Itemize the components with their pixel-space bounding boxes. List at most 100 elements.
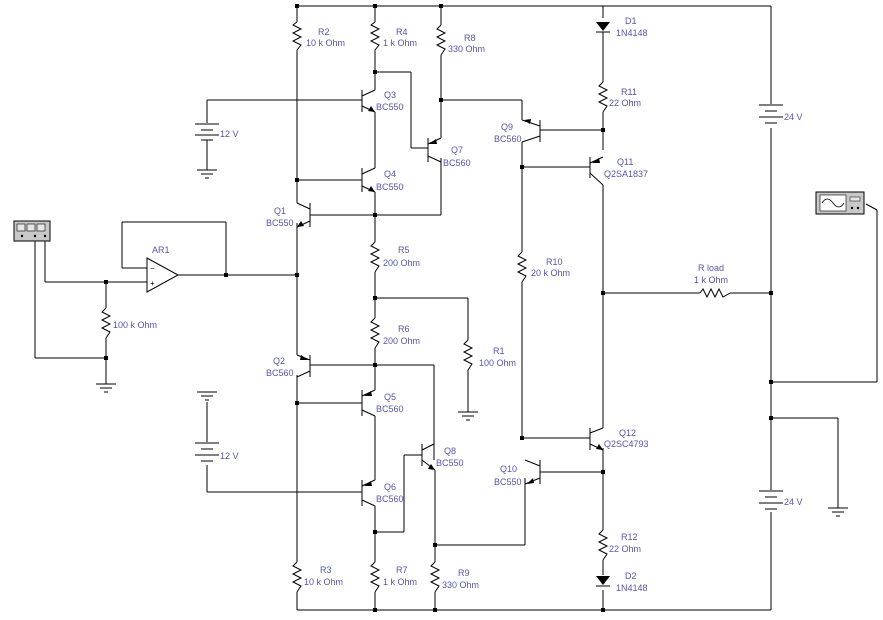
opamp-minus-sign: − [150,264,155,273]
resistor-r6[interactable]: R6 200 Ohm [369,317,420,349]
bias-top-label: 12 V [220,129,239,139]
transistor-q5[interactable]: Q5 BC560 [361,389,404,417]
resistor-r4[interactable]: R4 1 k Ohm [369,21,417,51]
d1-ref: D1 [625,16,637,26]
r12-ref: R12 [621,532,638,542]
transistor-q10[interactable]: Q10 BC550 [494,459,541,487]
resistor-r3[interactable]: R3 10 k Ohm [291,561,343,593]
q1-ref: Q1 [274,206,286,216]
r12-value: 22 Ohm [609,544,641,554]
q6-ref: Q6 [384,482,396,492]
ar1-ref: AR1 [152,245,170,255]
transistor-q3[interactable]: Q3 BC550 [361,89,404,113]
r1-ref: R1 [493,346,505,356]
r1-value: 100 Ohm [479,358,516,368]
ground-supply [828,507,848,517]
transistor-q6[interactable]: Q6 BC560 [361,479,404,507]
resistor-r10[interactable]: R10 20 k Ohm [516,251,570,283]
q2-ref: Q2 [273,356,285,366]
function-generator-icon[interactable] [13,220,51,242]
r4-value: 1 k Ohm [383,38,417,48]
d2-ref: D2 [625,571,637,581]
transistor-q7[interactable]: Q7 BC560 [427,137,471,168]
battery-supply-top[interactable]: 24 V [759,104,803,124]
r8-ref: R8 [464,33,476,43]
transistor-q1[interactable]: Q1 BC550 [266,202,320,228]
rin-value: 100 k Ohm [113,320,157,330]
transistor-q2[interactable]: Q2 BC560 [266,354,311,378]
r11-ref: R11 [621,87,637,97]
resistor-r5[interactable]: R5 200 Ohm [369,241,420,273]
rload-value: 1 k Ohm [694,275,728,285]
resistor-r9[interactable]: R9 330 Ohm [429,561,479,593]
ground-r1 [458,411,478,421]
rload-ref: R load [698,263,724,273]
q3-value: BC550 [376,102,404,112]
r3-value: 10 k Ohm [304,577,343,587]
ground-bias-bottom [197,391,217,401]
r2-value: 10 k Ohm [306,38,345,48]
resistor-r8[interactable]: R8 330 Ohm [435,24,485,56]
opamp-plus-sign: + [150,279,155,288]
r5-ref: R5 [398,245,410,255]
transistor-q4[interactable]: Q4 BC550 [361,167,404,193]
resistor-rload[interactable]: R load 1 k Ohm [694,263,731,299]
r8-value: 330 Ohm [448,44,485,54]
q11-ref: Q11 [617,157,633,167]
q8-ref: Q8 [444,446,456,456]
r3-ref: R3 [320,565,332,575]
resistor-r11[interactable]: R11 22 Ohm [597,81,641,113]
wires [34,5,878,611]
resistor-r1[interactable]: R1 100 Ohm [462,339,516,371]
supply-bottom-label: 24 V [784,497,803,507]
junctions [104,4,773,612]
q5-value: BC560 [376,404,404,414]
r9-value: 330 Ohm [442,580,479,590]
q1-value: BC550 [266,218,294,228]
r6-ref: R6 [398,324,410,334]
diode-d1[interactable]: D1 1N4148 [596,16,648,38]
d2-value: 1N4148 [616,583,648,593]
q7-value: BC560 [443,158,471,168]
r10-ref: R10 [546,257,563,267]
diode-d2[interactable]: D2 1N4148 [596,571,648,593]
transistor-q8[interactable]: Q8 BC550 [421,443,464,471]
battery-supply-bottom[interactable]: 24 V [759,490,803,510]
resistor-r2[interactable]: R2 10 k Ohm [291,21,345,51]
transistor-q11[interactable]: Q11 Q2SA1837 [589,156,648,186]
transistor-q12[interactable]: Q12 Q2SC4793 [589,427,649,451]
q8-value: BC550 [436,458,464,468]
q6-value: BC560 [376,494,404,504]
q12-value: Q2SC4793 [604,439,649,449]
q10-ref: Q10 [500,464,517,474]
q4-ref: Q4 [384,169,396,179]
transistor-q9[interactable]: Q9 BC560 [494,119,541,144]
oscilloscope-icon[interactable] [815,191,865,215]
supply-top-label: 24 V [784,112,803,122]
bias-bottom-label: 12 V [220,451,239,461]
q9-ref: Q9 [501,122,513,132]
r9-ref: R9 [458,568,470,578]
q9-value: BC560 [494,134,522,144]
ground-bias-top [197,169,217,179]
q3-ref: Q3 [384,90,396,100]
ground-input [96,383,116,393]
resistor-r12[interactable]: R12 22 Ohm [597,529,641,561]
r11-value: 22 Ohm [609,98,641,108]
q7-ref: Q7 [451,145,463,155]
battery-bias-top[interactable]: 12 V [195,123,239,141]
r2-ref: R2 [318,27,330,37]
q2-value: BC560 [266,368,294,378]
d1-value: 1N4148 [616,28,648,38]
r6-value: 200 Ohm [383,336,420,346]
q4-value: BC550 [376,182,404,192]
opamp-ar1[interactable]: − + AR1 [146,245,180,293]
battery-bias-bottom[interactable]: 12 V [195,442,239,462]
q12-ref: Q12 [619,428,636,438]
resistor-r7[interactable]: R7 1 k Ohm [369,561,417,593]
q5-ref: Q5 [384,392,396,402]
resistor-rin[interactable]: 100 k Ohm [100,307,157,339]
r7-ref: R7 [396,565,408,575]
r5-value: 200 Ohm [383,258,420,268]
